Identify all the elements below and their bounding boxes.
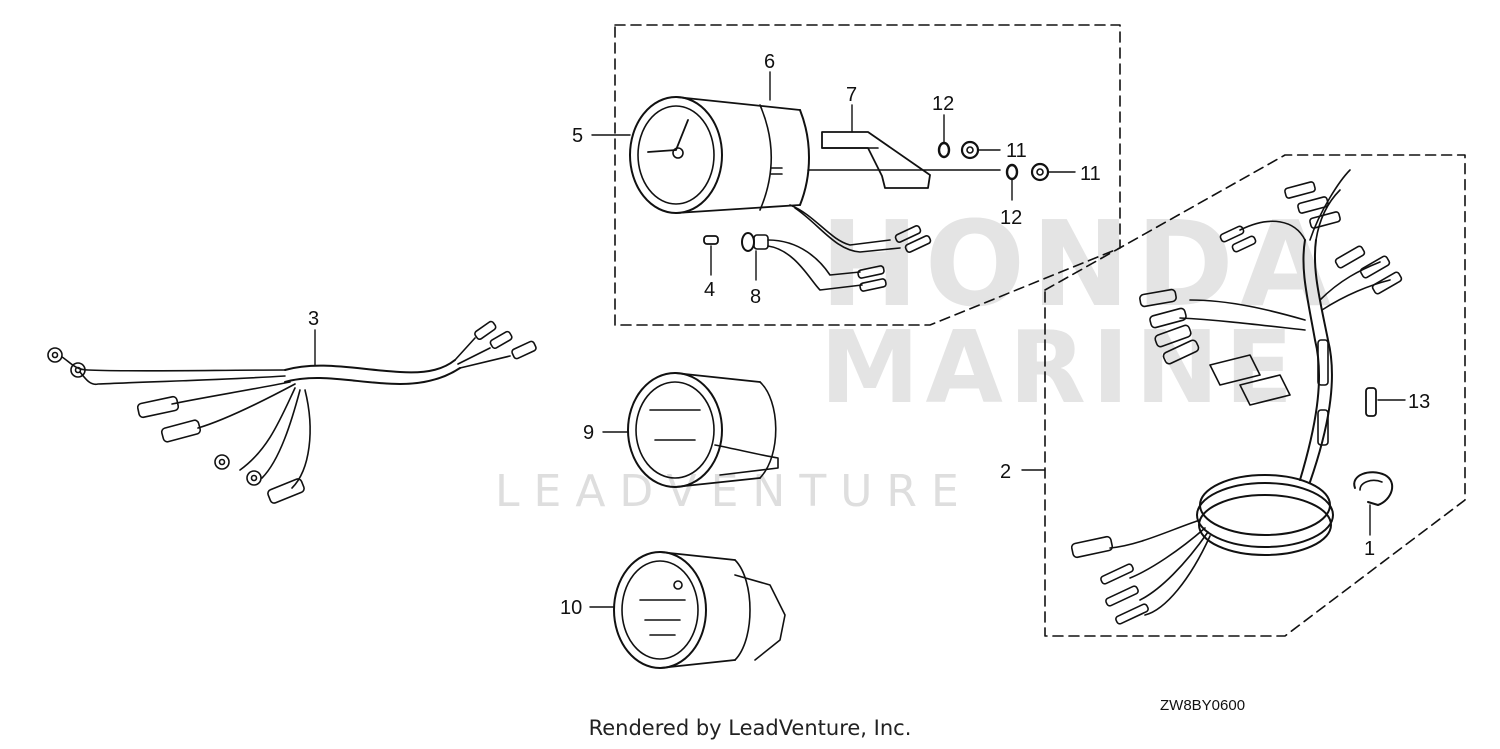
diagram-code: ZW8BY0600 bbox=[1160, 697, 1246, 714]
wire-harness-3 bbox=[47, 320, 537, 504]
callout-10[interactable]: 10 bbox=[560, 597, 582, 619]
callout-8[interactable]: 8 bbox=[750, 286, 761, 308]
callout-12-bottom[interactable]: 12 bbox=[1000, 207, 1022, 229]
leader-lines bbox=[314, 71, 1406, 608]
bulb-4 bbox=[703, 235, 719, 245]
nut-11-bottom bbox=[1030, 162, 1050, 182]
hour-meter-9 bbox=[627, 372, 779, 488]
callout-2[interactable]: 2 bbox=[1000, 461, 1011, 483]
wire-harness-2 bbox=[1070, 169, 1403, 625]
callout-6[interactable]: 6 bbox=[764, 51, 775, 73]
clamp-1 bbox=[1353, 471, 1394, 506]
callout-1[interactable]: 1 bbox=[1364, 538, 1375, 560]
socket-8 bbox=[741, 232, 887, 292]
bracket-7 bbox=[807, 131, 1001, 189]
credit-text: Rendered by LeadVenture, Inc. bbox=[588, 716, 912, 740]
callout-3[interactable]: 3 bbox=[308, 308, 319, 330]
callout-12-top[interactable]: 12 bbox=[932, 93, 954, 115]
meter-gauge-6 bbox=[629, 96, 932, 253]
group-box-meter bbox=[614, 24, 1121, 326]
callout-9[interactable]: 9 bbox=[583, 422, 594, 444]
trim-meter-10 bbox=[613, 551, 786, 669]
callout-7[interactable]: 7 bbox=[846, 84, 857, 106]
washer-12-bottom bbox=[1005, 163, 1019, 181]
nut-11-top bbox=[960, 140, 980, 160]
group-box-harness bbox=[1044, 154, 1466, 637]
washer-12-top bbox=[937, 141, 951, 159]
callout-13[interactable]: 13 bbox=[1408, 391, 1430, 413]
callout-11-bottom[interactable]: 11 bbox=[1080, 163, 1101, 185]
fuse-13 bbox=[1365, 387, 1377, 417]
callout-4[interactable]: 4 bbox=[704, 279, 715, 301]
callout-11-top[interactable]: 11 bbox=[1006, 140, 1027, 162]
callout-5[interactable]: 5 bbox=[572, 125, 583, 147]
